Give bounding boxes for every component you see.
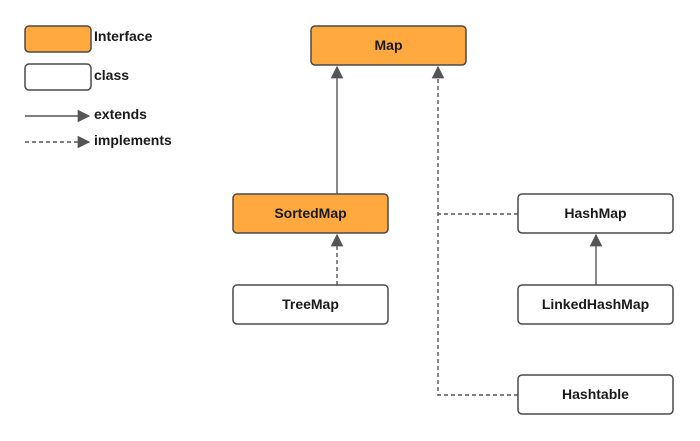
legend: Interface class extends implements xyxy=(24,25,172,149)
legend-class-label: class xyxy=(94,67,129,83)
node-linkedhashmap-label: LinkedHashMap xyxy=(542,296,649,312)
node-hashmap: HashMap xyxy=(517,193,674,234)
legend-interface-swatch xyxy=(24,25,92,53)
node-hashmap-label: HashMap xyxy=(564,205,626,221)
node-hashtable: Hashtable xyxy=(517,374,674,415)
node-linkedhashmap-box xyxy=(517,284,674,325)
node-hashtable-label: Hashtable xyxy=(562,386,629,402)
node-sortedmap-label: SortedMap xyxy=(274,205,346,221)
edges xyxy=(330,65,603,396)
legend-interface-label: Interface xyxy=(94,28,153,44)
node-hashmap-box xyxy=(517,193,674,234)
node-map: Map xyxy=(310,25,467,66)
node-sortedmap-box xyxy=(232,193,389,234)
edge-hashtable-implements-map xyxy=(431,65,518,396)
node-hashtable-box xyxy=(517,374,674,415)
node-sortedmap: SortedMap xyxy=(232,193,389,234)
node-linkedhashmap: LinkedHashMap xyxy=(517,284,674,325)
node-map-box xyxy=(310,25,467,66)
legend-class-swatch xyxy=(24,63,92,91)
node-treemap: TreeMap xyxy=(232,284,389,325)
node-map-label: Map xyxy=(375,37,403,53)
node-treemap-box xyxy=(232,284,389,325)
legend-implements-label: implements xyxy=(94,132,172,148)
legend-extends-label: extends xyxy=(94,106,147,122)
node-treemap-label: TreeMap xyxy=(282,296,339,312)
